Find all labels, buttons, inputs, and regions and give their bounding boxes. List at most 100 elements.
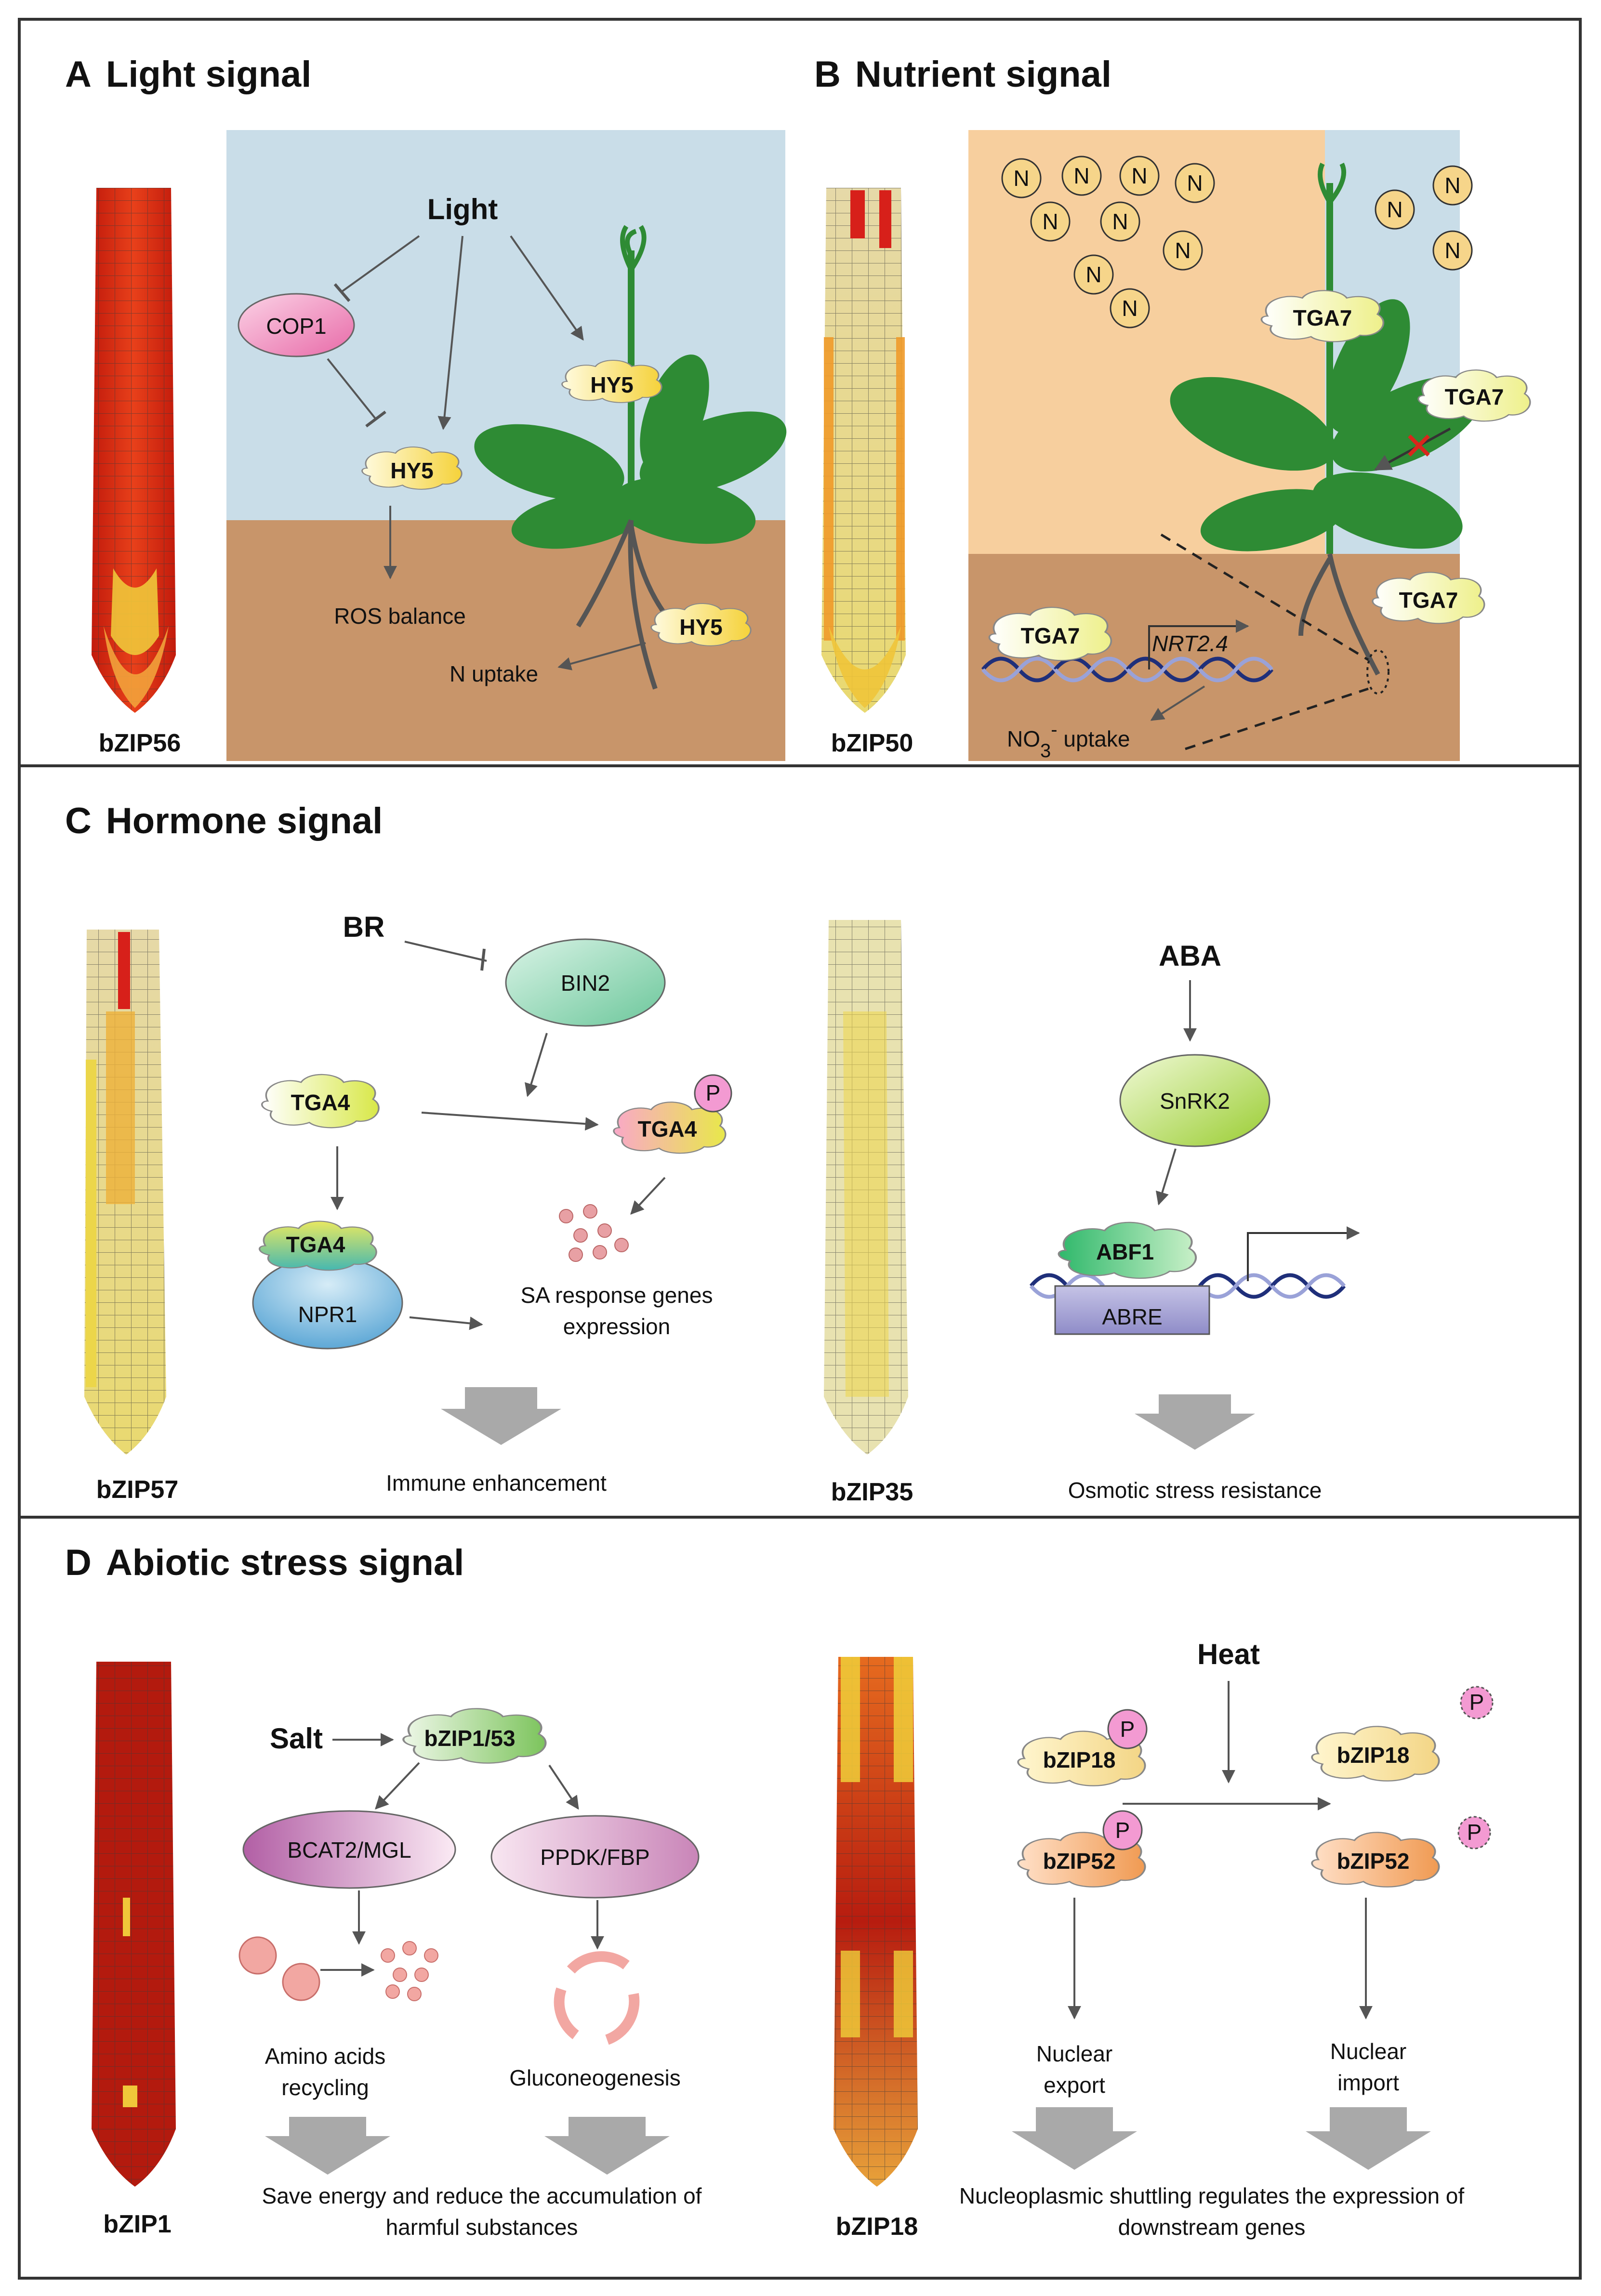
bin2-phosphorylates-arrow	[525, 1033, 548, 1097]
ppdk-fbp-label: PPDK/FBP	[540, 1845, 650, 1870]
root-image-bzip1	[92, 1662, 176, 2187]
no3-label: NO	[1007, 726, 1040, 751]
tga4-to-ptga4-arrow	[421, 1112, 599, 1131]
n-ion-label: N	[1042, 209, 1058, 234]
shuttling-label-1: Nucleoplasmic shuttling regulates the ex…	[959, 2183, 1465, 2208]
nuclear-export-label-1: Nuclear	[1036, 2041, 1113, 2066]
root-label-bzip1: bZIP1	[103, 2210, 172, 2238]
root-label-bzip18: bZIP18	[836, 2213, 918, 2241]
big-down-arrow-aa	[265, 2117, 390, 2175]
heat-label: Heat	[1197, 1638, 1260, 1670]
n-ion-label: N	[1122, 296, 1138, 321]
abre-label: ABRE	[1102, 1304, 1162, 1329]
complex-to-sa-arrow	[409, 1316, 483, 1330]
gluconeogenesis-label: Gluconeogenesis	[509, 2065, 680, 2090]
bcat2-mgl-label: BCAT2/MGL	[287, 1837, 411, 1863]
root-label-bzip56: bZIP56	[99, 729, 181, 757]
bzip153-to-ppdk-arrow	[548, 1764, 579, 1810]
light-to-shoot-hy5-arrow	[510, 235, 584, 341]
nitrogen-ions	[1001, 156, 1473, 328]
bin2-node	[505, 938, 666, 1027]
aba-label: ABA	[1159, 940, 1221, 972]
zoom-line-top	[1160, 533, 1369, 661]
light-to-hy5-arrow	[437, 236, 463, 430]
light-label: Light	[427, 193, 498, 225]
sa-molecules-icon	[559, 1204, 629, 1262]
zoom-line-bottom	[1185, 687, 1369, 750]
bzip18-label: bZIP18	[1337, 1743, 1410, 1768]
br-inhibits-bin2	[404, 941, 487, 962]
hy5-label-root: HY5	[679, 615, 722, 640]
root-image-bzip56	[92, 188, 176, 713]
root-image-bzip35	[824, 920, 908, 1455]
tga7-label-promoter: TGA7	[1021, 623, 1080, 648]
panel-b-letter: B	[814, 54, 841, 95]
shuttling-label-2: downstream genes	[1118, 2215, 1306, 2240]
bin2-label: BIN2	[561, 971, 610, 996]
panel-a-letter: A	[65, 54, 92, 95]
ppdk-fbp-node	[490, 1815, 700, 1899]
snrk2-label: SnRK2	[1160, 1089, 1230, 1114]
n-ion-label: N	[1187, 171, 1203, 196]
n-ion-label: N	[1131, 163, 1147, 188]
tga4-npr1-label: TGA4	[286, 1232, 345, 1257]
outer-frame	[18, 18, 1582, 2280]
nuclear-import-label-2: import	[1337, 2070, 1399, 2095]
save-energy-label-2: harmful substances	[386, 2215, 578, 2240]
n-ion-label: N	[1112, 209, 1128, 234]
bzip18-phospho-label: bZIP18	[1043, 1747, 1116, 1772]
sa-response-label-1: SA response genes	[521, 1283, 713, 1308]
blocked-cross-icon	[1408, 434, 1430, 457]
inhibit-bar	[480, 948, 486, 971]
bzip153-label: bZIP1/53	[424, 1726, 515, 1751]
abf1-label: ABF1	[1096, 1239, 1154, 1264]
salt-label: Salt	[270, 1722, 323, 1755]
panel-c-letter: C	[65, 800, 92, 841]
amino-acid-molecules-icon	[238, 1936, 320, 2001]
nitrogen-rich-zone	[968, 130, 1325, 554]
n-uptake-label: N uptake	[450, 661, 538, 686]
root-label-bzip35: bZIP35	[831, 1478, 913, 1506]
arabidopsis-plant-a	[474, 225, 787, 690]
svg-text:NO3- uptake: NO3- uptake	[1007, 719, 1130, 761]
panel-a-title: Light signal	[106, 54, 311, 95]
immune-enhancement-label: Immune enhancement	[386, 1470, 607, 1496]
tga7-label-leaf: TGA7	[1445, 384, 1504, 409]
n-ion-label: N	[1013, 166, 1029, 191]
amino-acids-label-1: Amino acids	[265, 2044, 386, 2069]
released-phosphate-label: P	[1469, 1690, 1484, 1715]
released-phosphate-label: P	[1467, 1820, 1482, 1845]
n-ion-label: N	[1073, 163, 1089, 188]
cop1-inhibits-hy5	[327, 358, 377, 420]
no3-superscript: -	[1051, 719, 1057, 740]
root-image-bzip57	[84, 930, 166, 1455]
to-no3-uptake-arrow	[1150, 685, 1205, 721]
npr1-label: NPR1	[298, 1302, 357, 1327]
big-down-arrow-immune	[441, 1387, 561, 1445]
n-ion-label: N	[1444, 173, 1460, 198]
transcription-start-arrow-aba	[1247, 1226, 1360, 1281]
sa-response-label-2: expression	[563, 1314, 670, 1339]
big-down-arrow-import	[1306, 2107, 1431, 2170]
dna-strand	[1272, 1275, 1344, 1297]
phosphate-badge	[694, 1074, 732, 1113]
big-down-arrow-osmotic	[1135, 1394, 1255, 1450]
bzip52-phospho-label: bZIP52	[1043, 1849, 1116, 1874]
osmotic-resistance-label: Osmotic stress resistance	[1068, 1478, 1322, 1503]
light-inhibits-cop1	[341, 235, 420, 292]
snrk2-to-abf1-arrow	[1155, 1148, 1177, 1206]
bzip52-label: bZIP52	[1337, 1849, 1410, 1874]
cop1-label: COP1	[266, 314, 326, 339]
nitrogen-ion-labels: N N N N N N N N N N N N	[1013, 163, 1460, 321]
cop1-node	[238, 293, 355, 357]
nuclear-export-label-2: export	[1044, 2073, 1105, 2098]
root-label-bzip57: bZIP57	[96, 1476, 179, 1504]
phosphate-label: P	[1120, 1717, 1135, 1742]
released-phosphate-badge	[1457, 1816, 1491, 1850]
n-ion-label: N	[1085, 262, 1101, 287]
